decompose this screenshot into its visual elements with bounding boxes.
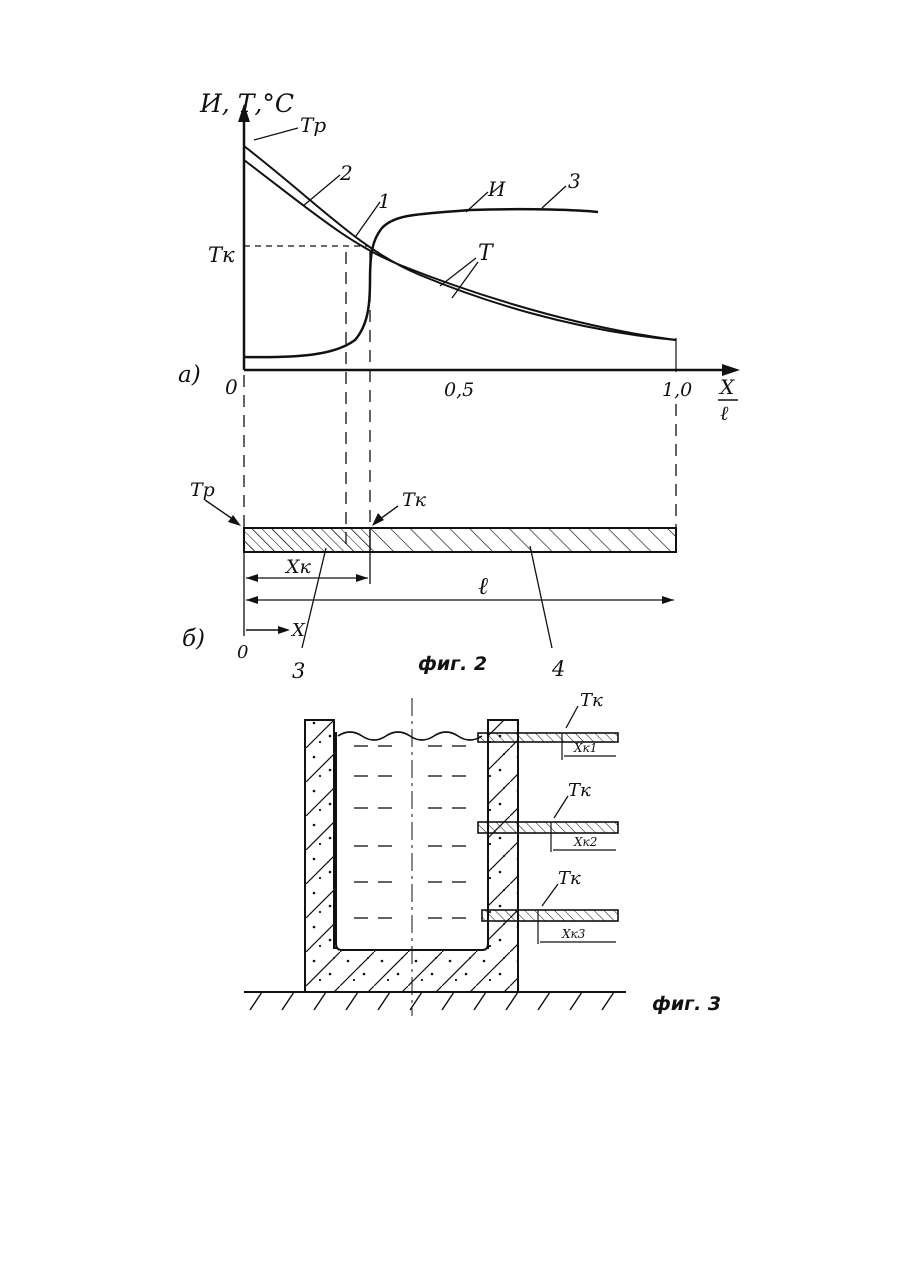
probe-1-xk-label: Xк1 xyxy=(573,741,597,755)
probe-3-tk-label: Tк xyxy=(558,868,581,889)
probe-rod-3 xyxy=(482,910,618,921)
rod-leader xyxy=(530,546,552,648)
probe-3-xk-label: Xк3 xyxy=(561,927,586,941)
rod-origin: 0 xyxy=(237,642,248,663)
length-arrow-left xyxy=(246,596,258,604)
part-a-marker: a) xyxy=(178,362,201,388)
x-tick-label-0-5: 0,5 xyxy=(444,379,474,401)
rod-tk-label: Tк xyxy=(402,489,427,511)
label-2-leader xyxy=(303,175,340,206)
rod-label: 4 xyxy=(551,657,565,681)
rod-reaction-zone xyxy=(244,528,370,552)
zone-label: 3 xyxy=(292,659,305,683)
rod-panel: Xк ℓ Tр Tк 3 4 X 0 б) фиг. 2 xyxy=(182,479,676,683)
vessel-panel: Tк Xк1 Tк Xк2 Tк Xк3 фиг. 3 xyxy=(244,690,721,1016)
label-1-leader xyxy=(356,202,380,236)
temperature-curve-2 xyxy=(244,160,676,340)
part-b-marker: б) xyxy=(182,626,205,652)
x-direction-label: X xyxy=(290,620,306,641)
probe-3-tk-leader xyxy=(542,884,558,906)
xk-arrow-right xyxy=(356,574,368,582)
u-curve-label: И xyxy=(487,177,506,201)
fig3-caption: фиг. 3 xyxy=(652,993,721,1015)
structure-curve xyxy=(244,209,598,357)
tp-label: Tр xyxy=(300,113,326,137)
ground-hatch xyxy=(250,992,614,1010)
label-3-leader xyxy=(542,186,566,208)
fig2-caption: фиг. 2 xyxy=(418,653,487,675)
probe-1-tk-leader xyxy=(566,706,578,728)
x-tick-label-1-0: 1,0 xyxy=(662,379,692,401)
y-axis-label: И, Т,°С xyxy=(199,89,294,118)
curve-label-1: 1 xyxy=(378,189,391,213)
t-curve-label: T xyxy=(478,241,495,266)
probe-1-tk-label: Tк xyxy=(580,690,603,711)
rod-tp-label: Tр xyxy=(190,479,215,501)
tp-leader xyxy=(254,128,298,140)
probe-rod-2 xyxy=(478,822,618,833)
probe-2-xk-label: Xк2 xyxy=(573,835,597,849)
graph-panel: И, Т,°С Tр Tк 2 1 И 3 T a) 0 0,5 1,0 X ℓ xyxy=(178,89,740,425)
curve-label-3: 3 xyxy=(568,169,581,193)
x-axis-label-den: ℓ xyxy=(720,401,729,425)
length-arrow-right xyxy=(662,596,674,604)
length-label: ℓ xyxy=(478,572,488,600)
graph-origin: 0 xyxy=(225,375,238,399)
rod-tk-arrowhead xyxy=(372,513,384,526)
xk-arrow-left xyxy=(246,574,258,582)
curve-label-2: 2 xyxy=(339,161,353,185)
xk-label: Xк xyxy=(284,556,312,578)
x-direction-arrowhead xyxy=(278,626,290,634)
temperature-curve-1 xyxy=(244,146,676,340)
probe-2-tk-leader xyxy=(554,796,568,818)
x-axis-label-num: X xyxy=(718,375,735,399)
tk-label: Tк xyxy=(208,243,235,267)
probe-2-tk-label: Tк xyxy=(568,780,591,801)
